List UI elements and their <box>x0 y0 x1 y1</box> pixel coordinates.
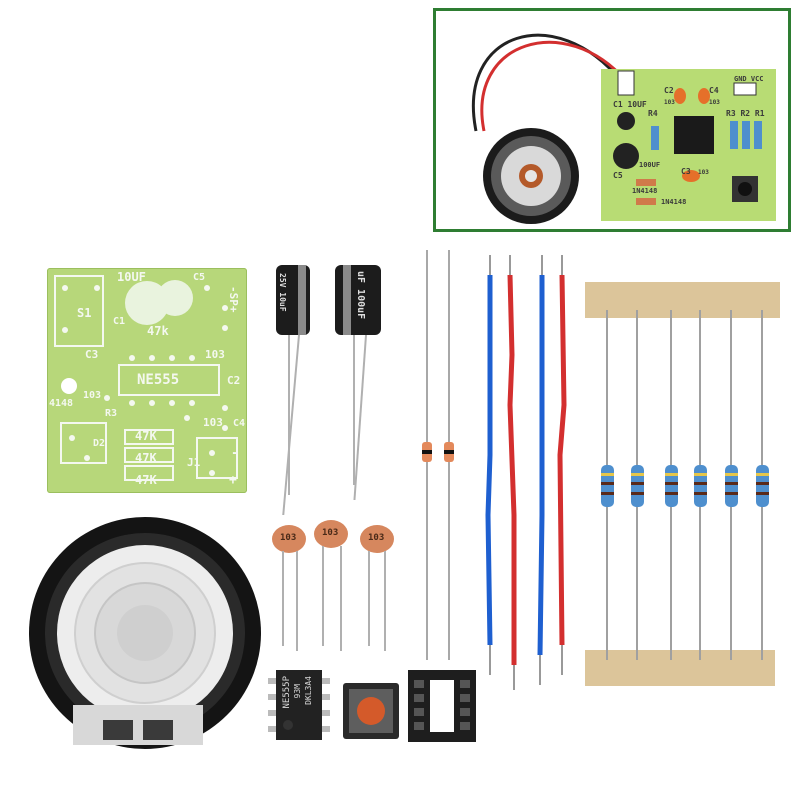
pcb-label-47k-3: 47K <box>135 473 157 487</box>
inset-label-c3-val: 103 <box>698 169 709 176</box>
cap-100uf-label: uF 100uF <box>355 271 366 320</box>
ic-socket <box>408 670 476 742</box>
inset-label-c5: C5 <box>613 171 623 180</box>
pcb-label-c1: C1 <box>113 316 126 327</box>
pcb-label-47k-2: 47K <box>135 451 157 465</box>
speaker <box>29 517 261 749</box>
chip-line2: 93M <box>293 684 302 699</box>
assembled-kit-photo: GND VCC C1 10UF C2 103 C4 103 R4 R3 R2 R… <box>433 8 791 232</box>
pcb-label-c5: C5 <box>193 272 206 283</box>
chip-line3: DKL3A4 <box>304 676 313 705</box>
inset-label-c4-val: 103 <box>709 99 720 106</box>
pcb-label-10uf: 10UF <box>117 270 146 284</box>
pcb-label-minus: - <box>231 446 239 461</box>
ceramic-cap-1-label: 103 <box>280 533 297 543</box>
pcb-label-j1: J1 <box>187 456 201 469</box>
ceramic-capacitor-3: 103 <box>358 525 398 655</box>
pcb-label-47k-1: 47K <box>135 429 157 443</box>
pcb-label-c2: C2 <box>227 374 241 387</box>
chip-line1: NE555P <box>282 676 292 709</box>
electrolytic-capacitor-100uf: uF 100uF <box>335 265 390 525</box>
ceramic-cap-2-label: 103 <box>322 528 339 538</box>
inset-label-c1: C1 10UF <box>613 100 647 109</box>
pcb-label-47k-top: 47k <box>147 324 169 338</box>
assembled-kit-drawing <box>472 33 776 224</box>
ne555-chip: NE555P 93M DKL3A4 <box>268 670 330 740</box>
tape-top <box>585 282 780 318</box>
pcb-label-103-c: 103 <box>203 416 223 429</box>
resistor-strip <box>585 280 780 690</box>
inset-label-d1: 1N4148 <box>632 187 658 195</box>
pcb-label-d2: D2 <box>93 438 106 449</box>
pcb-label-4148: 4148 <box>49 398 74 409</box>
pcb-label-ne555: NE555 <box>137 372 180 388</box>
inset-label-c3: C3 <box>681 167 691 176</box>
inset-label-c2: C2 <box>664 86 674 95</box>
ceramic-capacitor-2: 103 <box>312 520 352 660</box>
tape-bottom <box>585 650 775 686</box>
pcb-label-c3: C3 <box>85 348 99 361</box>
ceramic-cap-3-label: 103 <box>368 533 385 543</box>
pcb-label-sp: -SP+ <box>227 286 240 313</box>
tactile-switch <box>343 683 399 739</box>
inset-label-c4: C4 <box>709 86 719 95</box>
electrolytic-capacitor-10uf: 25V 10uF <box>272 265 322 525</box>
cap-10uf-label: 25V 10uF <box>278 273 287 312</box>
jumper-wires <box>485 255 567 690</box>
pcb-label-plus: + <box>229 473 237 488</box>
inset-label-c5-val: 100UF <box>639 161 661 169</box>
pcb-traces <box>54 275 238 481</box>
inset-label-r-group: R3 R2 R1 <box>726 109 765 118</box>
inset-label-d2: 1N4148 <box>661 198 687 206</box>
inset-label-r4: R4 <box>648 109 658 118</box>
pcb-label-r3: R3 <box>105 408 118 419</box>
inset-label-gnd-vcc: GND VCC <box>734 75 764 83</box>
bare-pcb: 10UF S1 C1 C5 -SP+ 47k C3 NE555 103 C2 4… <box>47 268 247 493</box>
pcb-label-103-a: 103 <box>205 348 225 361</box>
ceramic-capacitor-1: 103 <box>270 525 310 655</box>
diode-pair <box>420 250 460 660</box>
pcb-label-103-b: 103 <box>83 390 102 401</box>
pcb-label-c4: C4 <box>233 418 246 429</box>
pcb-label-s1: S1 <box>77 306 92 320</box>
inset-label-c2-val: 103 <box>664 99 675 106</box>
